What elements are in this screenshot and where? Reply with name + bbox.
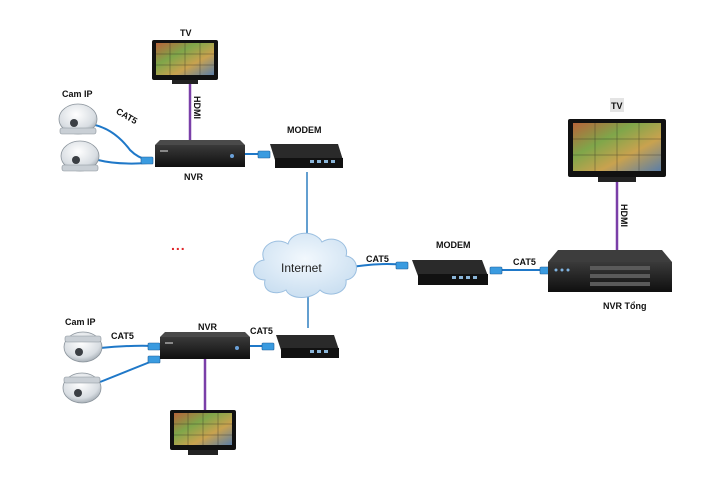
rj45-connector-icon: [257, 150, 271, 159]
nvr-icon: [548, 250, 672, 292]
rj45-connector-icon: [140, 156, 154, 165]
cat5-cable-cam-bottom1: [99, 344, 156, 349]
nvr-main-label: NVR Tổng: [603, 301, 647, 311]
modem-right: MODEM: [412, 240, 488, 285]
rj45-connector-icon: [147, 355, 161, 364]
cat5-top-label: CAT5: [114, 106, 139, 126]
modem-right-label: MODEM: [436, 240, 471, 250]
dome-camera-icon: [58, 103, 98, 135]
tv-top-label: TV: [180, 28, 192, 38]
nvr-icon: [160, 332, 250, 359]
cat5-cable-cam-top1: [94, 124, 149, 161]
tv-bottom: [170, 410, 236, 455]
rj45-connector-icon: [395, 261, 409, 270]
ellipsis-label: ...: [171, 237, 186, 253]
nvr-top-label: NVR: [184, 172, 204, 182]
modem-top-label: MODEM: [287, 125, 322, 135]
modem-top: MODEM: [270, 125, 343, 168]
nvr-main: NVR Tổng: [548, 250, 672, 311]
nvr-bottom-label: NVR: [198, 322, 218, 332]
rj45-connector-icon: [147, 342, 161, 351]
cat5-bottom-nvr-label: CAT5: [250, 326, 273, 336]
rj45-connector-icon: [489, 266, 503, 275]
cat5-internet-label: CAT5: [366, 254, 389, 264]
cam-ip-bottom-label: Cam IP: [65, 317, 96, 327]
modem-icon: [276, 335, 339, 358]
cat5-cable-cam-bottom2: [99, 359, 156, 383]
cam-ip-top-label: Cam IP: [62, 89, 93, 99]
connectors: [140, 150, 553, 364]
hdmi-top-label: HDMI: [192, 96, 202, 119]
tv-right: TV: [568, 98, 666, 182]
modem-icon: [412, 260, 488, 285]
nvr-top: NVR: [155, 140, 245, 182]
nvr-bottom: NVR: [160, 322, 250, 359]
nvr-icon: [155, 140, 245, 167]
cat5-right-label: CAT5: [513, 257, 536, 267]
hdmi-right-label: HDMI: [619, 204, 629, 227]
cat5-bottom-left-label: CAT5: [111, 331, 134, 341]
cat5-cable-cam-top2: [97, 159, 149, 165]
tv-top: TV: [152, 28, 218, 84]
rj45-connector-icon: [261, 342, 275, 351]
tv-right-label: TV: [611, 101, 623, 111]
camera-group-top: Cam IP: [58, 89, 100, 172]
internet-cloud: Internet: [253, 232, 357, 298]
modem-icon: [270, 144, 343, 168]
dome-camera-icon: [60, 140, 100, 172]
modem-bottom: [276, 335, 339, 358]
dome-camera-icon: [63, 331, 103, 363]
dome-camera-icon: [62, 372, 102, 404]
camera-group-bottom: Cam IP: [62, 317, 103, 404]
cloud-icon: [253, 232, 357, 298]
internet-label: Internet: [281, 261, 322, 275]
